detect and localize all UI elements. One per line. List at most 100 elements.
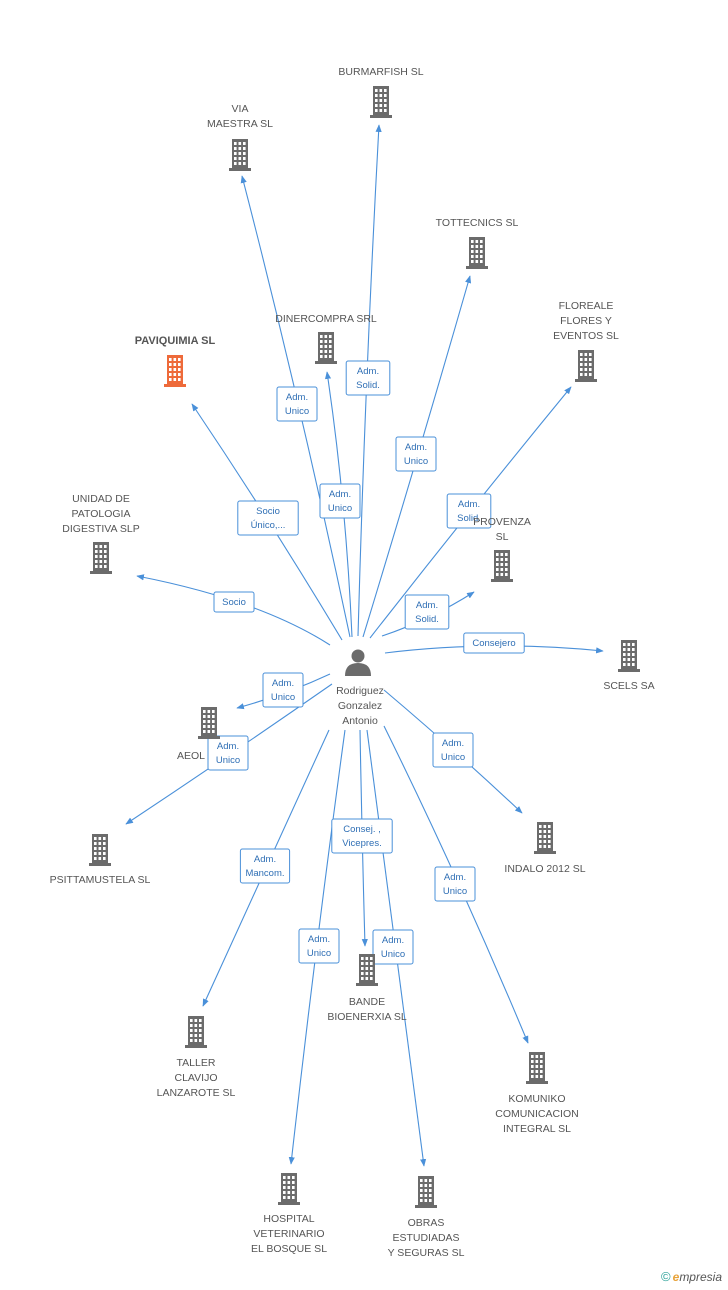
edge-label-box	[213, 591, 255, 613]
edge-label-line: Unico	[381, 949, 405, 960]
edge-label-burmarfish[interactable]: Adm.Solid.	[345, 360, 391, 396]
label-line: DINERCOMPRA SRL	[275, 313, 377, 325]
edge-label-text: Adm. Unico	[328, 489, 352, 514]
edge-label-line: Adm.	[329, 489, 351, 500]
building-icon	[229, 139, 251, 171]
edge-label-scels[interactable]: Consejero	[463, 632, 525, 654]
edge-label-text: Adm. Mancom.	[245, 854, 284, 879]
edge-label-box	[395, 436, 437, 472]
edge-label-text: Consejero	[472, 638, 515, 649]
label-line: TOTTECNICS SL	[436, 217, 519, 229]
edge-label-box	[237, 500, 299, 536]
edge-label-line: Unico	[441, 752, 465, 763]
label-line: MAESTRA SL	[207, 118, 273, 130]
edge-label-indalo[interactable]: Adm.Unico	[432, 732, 474, 768]
label-line: DIGESTIVA SLP	[62, 523, 139, 535]
edge-label-line: Mancom.	[245, 868, 284, 879]
edge-label-line: Adm.	[254, 854, 276, 865]
label-line: SL	[496, 531, 509, 543]
label-line: PROVENZA	[473, 516, 531, 528]
edge-label-box	[463, 632, 525, 654]
edge-label-hospital-veterinario[interactable]: Adm.Unico	[298, 928, 340, 964]
edge-label-line: Adm.	[444, 872, 466, 883]
edge-label-line: Único,...	[251, 520, 286, 531]
edge-label-line: Unico	[328, 503, 352, 514]
label-line: AEOL	[177, 750, 205, 762]
edge-label-box	[319, 483, 361, 519]
company-node-dinercompra[interactable]: DINERCOMPRA SRL	[275, 313, 377, 364]
edge-label-box	[239, 848, 291, 884]
building-icon	[618, 640, 640, 672]
company-name: BURMARFISH SL	[338, 66, 423, 78]
label-line: Antonio	[342, 715, 378, 727]
edge-label-line: Unico	[285, 406, 309, 417]
company-node-indalo[interactable]: INDALO 2012 SL	[504, 822, 586, 875]
company-node-scels[interactable]: SCELS SA	[603, 640, 655, 692]
edge-label-tottecnics[interactable]: Adm.Unico	[395, 436, 437, 472]
company-node-aeol[interactable]: AEOL	[177, 707, 220, 762]
label-line: SCELS SA	[603, 680, 654, 692]
edge-label-box	[404, 594, 450, 630]
edge-label-psittamustela[interactable]: Adm.Unico	[207, 735, 249, 771]
company-node-paviquimia[interactable]: PAVIQUIMIA SL	[135, 335, 216, 387]
building-icon	[164, 355, 186, 387]
company-node-provenza[interactable]: PROVENZA SL	[473, 516, 531, 582]
label-line: EL BOSQUE SL	[251, 1243, 327, 1255]
building-icon	[90, 542, 112, 574]
edge-label-text: Adm.Unico	[443, 872, 467, 897]
edge-label-unidad-patologia[interactable]: Socio	[213, 591, 255, 613]
company-node-tottecnics[interactable]: TOTTECNICS SL	[436, 217, 519, 269]
edge-label-bande[interactable]: Consej. ,Vicepres.	[331, 818, 393, 854]
label-line: BIOENERXIA SL	[327, 1011, 407, 1023]
label-line: CLAVIJO	[175, 1072, 218, 1084]
company-node-burmarfish[interactable]: BURMARFISH SL	[338, 66, 424, 118]
label-line: HOSPITAL	[263, 1213, 314, 1225]
edge-label-text: Adm.Unico	[307, 934, 331, 959]
label-line: BURMARFISH SL	[338, 66, 423, 78]
label-line: OBRAS	[408, 1217, 445, 1229]
edge-label-floreale[interactable]: Adm.Solid.	[446, 493, 492, 529]
label-line: PAVIQUIMIA SL	[135, 335, 216, 347]
edge-label-text: Consej. ,Vicepres.	[342, 824, 381, 849]
edge-label-text: Adm.Unico	[216, 741, 240, 766]
edge-label-text: Adm.Solid.	[457, 499, 481, 524]
edge-label-box	[207, 735, 249, 771]
label-line: TALLER	[177, 1057, 216, 1069]
building-icon	[315, 332, 337, 364]
company-node-psittamustela[interactable]: PSITTAMUSTELA SL	[50, 834, 151, 886]
edge-label-line: Adm.	[217, 741, 239, 752]
building-icon	[185, 1016, 207, 1048]
edge-label-aeol[interactable]: Adm.Unico	[262, 672, 304, 708]
person-icon	[345, 649, 371, 676]
label-line: COMUNICACION	[495, 1108, 578, 1120]
label-line: INTEGRAL SL	[503, 1123, 571, 1135]
label-line: Y SEGURAS SL	[388, 1247, 465, 1259]
edge-label-taller-clavijo[interactable]: Adm. Mancom.	[239, 848, 291, 884]
company-name: SCELS SA	[603, 680, 654, 692]
copyright-symbol: ©	[661, 1269, 671, 1284]
edge-label-provenza[interactable]: Adm.Solid.	[404, 594, 450, 630]
edge-label-komuniko[interactable]: Adm.Unico	[434, 866, 476, 902]
label-line: PSITTAMUSTELA SL	[50, 874, 151, 886]
edge-label-via-maestra[interactable]: Adm.Unico	[276, 386, 318, 422]
edge-label-line: Consejero	[472, 638, 515, 649]
edge-label-dinercompra[interactable]: Adm. Unico	[319, 483, 361, 519]
edge-label-obras-estudiadas[interactable]: Adm.Unico	[372, 929, 414, 965]
building-icon	[278, 1173, 300, 1205]
